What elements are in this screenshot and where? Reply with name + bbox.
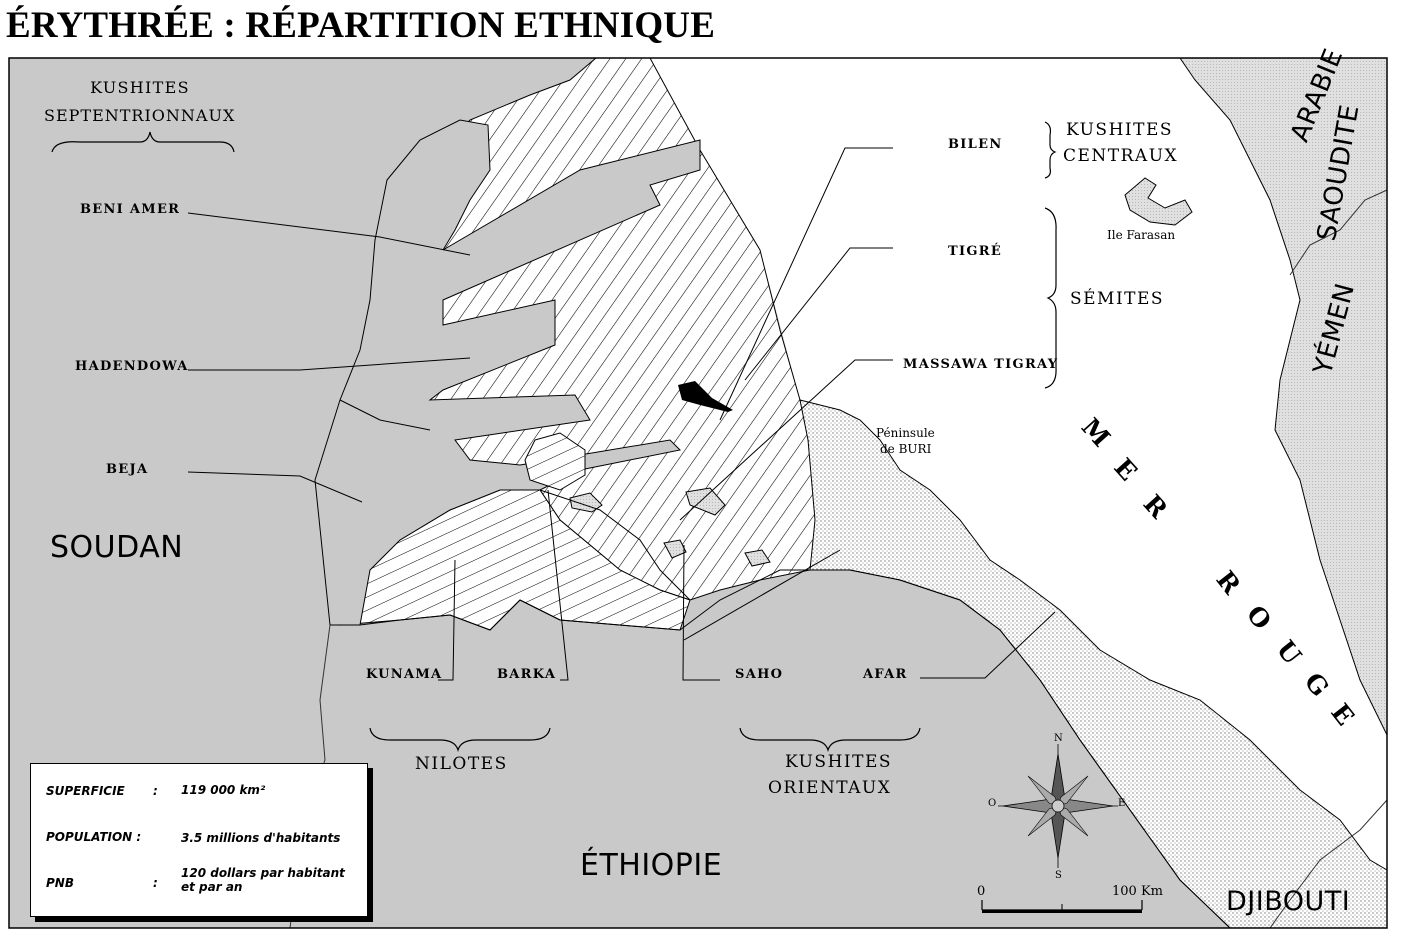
label-kushites-centraux-2: CENTRAUX — [1063, 146, 1179, 166]
scale-end: 100 Km — [1112, 884, 1163, 899]
superficie-value: 119 000 km² — [181, 783, 266, 797]
map-frame — [8, 57, 1388, 929]
population-value: 3.5 millions d'habitants — [181, 831, 341, 845]
label-beni-amer: BENI AMER — [80, 202, 181, 217]
kushites-orientaux-brace — [739, 727, 921, 753]
label-buri-2: de BURI — [880, 442, 932, 456]
superficie-label: SUPERFICIE — [46, 784, 125, 798]
beja-leader — [187, 471, 363, 503]
label-soudan: SOUDAN — [50, 530, 184, 565]
kunama-leader — [438, 559, 456, 681]
pnb-value-1: 120 dollars par habitant — [181, 866, 345, 880]
label-hadendowa: HADENDOWA — [75, 359, 189, 374]
farasan-island — [1124, 177, 1193, 226]
kushites-centraux-brace — [1044, 121, 1057, 179]
label-kushites-centraux-1: KUSHITES — [1066, 120, 1174, 140]
enclave-3 — [663, 539, 687, 559]
superficie-sep: : — [153, 784, 158, 798]
nilotes-brace — [369, 727, 551, 753]
afar-leader — [920, 611, 1056, 679]
djibouti-border — [1269, 799, 1388, 929]
semites-brace — [1044, 207, 1057, 389]
kushites-sept-brace — [51, 131, 235, 153]
label-djibouti: DJIBOUTI — [1226, 886, 1351, 917]
label-kushites-orientaux-1: KUSHITES — [785, 752, 893, 772]
info-box: SUPERFICIE : 119 000 km² POPULATION : 3.… — [30, 763, 368, 917]
label-barka: BARKA — [497, 667, 557, 682]
saho-leader — [682, 544, 720, 681]
scale-start: 0 — [977, 884, 986, 899]
label-kunama: KUNAMA — [366, 667, 443, 682]
map-title: ÉRYTHRÉE : RÉPARTITION ETHNIQUE — [6, 5, 716, 46]
label-farasan: Ile Farasan — [1107, 228, 1176, 242]
compass-n: N — [1054, 733, 1063, 744]
massawa-patch — [678, 381, 733, 412]
barka-leader — [547, 489, 569, 681]
arabia-yemen-border — [1289, 189, 1388, 276]
enclave-4 — [744, 549, 771, 567]
red-sea — [640, 58, 1387, 870]
label-kushites-orientaux-2: ORIENTAUX — [768, 778, 892, 798]
label-bilen: BILEN — [948, 137, 1003, 152]
barka-enclave — [524, 432, 586, 491]
hadendowa-leader — [188, 357, 471, 371]
compass-rose — [998, 744, 1118, 868]
bilen-leader — [719, 147, 893, 421]
enclave-2 — [685, 487, 726, 516]
pnb-label: PNB — [46, 876, 74, 890]
tigre-leader — [744, 247, 893, 381]
massawa-tigray-leader — [679, 359, 893, 521]
scale-bar — [981, 900, 1143, 913]
beni-amer-leader — [187, 212, 471, 256]
label-ethiopie: ÉTHIOPIE — [580, 848, 723, 883]
label-saho: SAHO — [735, 667, 784, 682]
label-nilotes: NILOTES — [415, 754, 508, 774]
compass-e: E — [1118, 798, 1126, 809]
label-buri-1: Péninsule — [876, 426, 935, 440]
label-beja: BEJA — [106, 462, 149, 477]
pnb-sep: : — [153, 876, 158, 890]
label-kushites-sept-2: SEPTENTRIONNAUX — [44, 106, 236, 125]
label-kushites-sept-1: KUSHITES — [90, 78, 190, 97]
label-semites: SÉMITES — [1070, 289, 1165, 309]
arabia-coast — [1179, 57, 1388, 736]
population-label: POPULATION : — [46, 830, 142, 844]
label-afar: AFAR — [863, 667, 908, 682]
ethiopia-border — [330, 569, 1231, 929]
pnb-value-2: et par an — [181, 880, 243, 894]
compass-o: O — [988, 798, 997, 809]
label-tigre: TIGRÉ — [948, 244, 1003, 259]
compass-s: S — [1055, 870, 1062, 881]
label-massawa-tigray: MASSAWA TIGRAY — [903, 357, 1059, 372]
